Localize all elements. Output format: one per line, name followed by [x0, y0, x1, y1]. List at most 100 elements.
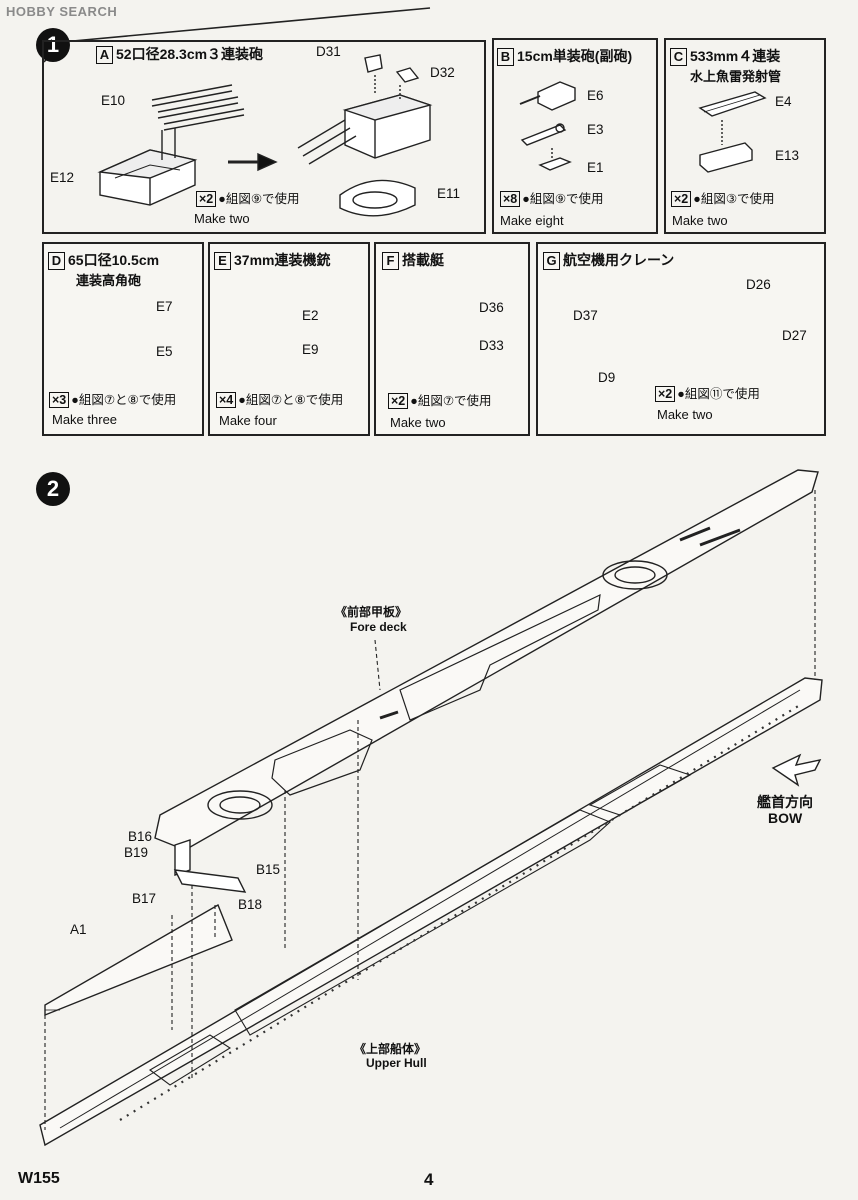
watermark: HOBBY SEARCH	[6, 4, 118, 19]
panel-b-make: Make eight	[500, 213, 564, 228]
label-d26: D26	[746, 277, 771, 292]
label-e5: E5	[156, 344, 173, 359]
panel-a-letter: A	[96, 46, 113, 64]
panel-c-make: Make two	[672, 213, 728, 228]
label-e12: E12	[50, 170, 75, 185]
label-d37: D37	[573, 308, 598, 323]
label-e1: E1	[587, 160, 604, 175]
fore-deck-label-en: Fore deck	[350, 620, 407, 634]
panel-a-make: Make two	[194, 211, 250, 226]
panel-f-letter: F	[382, 252, 399, 270]
panel-b	[492, 38, 658, 234]
panel-d-title-line2: 連装高角砲	[76, 273, 142, 288]
label-b19: B19	[124, 845, 149, 860]
panel-f-multiplier: ×2	[388, 393, 409, 409]
panel-d-multiplier: ×3	[49, 392, 70, 408]
label-a1: A1	[70, 922, 87, 937]
label-e6: E6	[587, 88, 604, 103]
label-d9: D9	[598, 370, 616, 385]
panel-f-usage: ●組図⑦で使用	[410, 394, 492, 408]
panel-c-quantity: ×2●組図③で使用	[671, 188, 775, 207]
panel-g-usage: ●組図⑪で使用	[677, 387, 760, 401]
label-d27: D27	[782, 328, 807, 343]
panel-e-usage: ●組図⑦と⑧で使用	[238, 393, 344, 407]
label-d32: D32	[430, 65, 455, 80]
label-b16: B16	[128, 829, 153, 844]
panel-c-usage: ●組図③で使用	[693, 192, 775, 206]
panel-f-make: Make two	[390, 415, 446, 430]
label-b15: B15	[256, 862, 281, 877]
page-number: 4	[424, 1170, 434, 1189]
panel-a-title-text: 52口径28.3cm３連装砲	[116, 46, 264, 62]
label-b17: B17	[132, 891, 157, 906]
panel-b-quantity: ×8●組図⑨で使用	[500, 188, 604, 207]
bow-label-en: BOW	[768, 810, 803, 826]
panel-g-multiplier: ×2	[655, 386, 676, 402]
label-e4: E4	[775, 94, 792, 109]
panel-b-usage: ●組図⑨で使用	[522, 192, 604, 206]
panel-d-title-text: 65口径10.5cm	[68, 252, 160, 268]
panel-g-letter: G	[543, 252, 560, 270]
panel-f	[374, 242, 530, 436]
panel-a-quantity: ×2●組図⑨で使用	[196, 188, 300, 207]
panel-c-title-text: 533mm４連装	[690, 48, 781, 64]
label-e7: E7	[156, 299, 173, 314]
turret-ring-illustration	[339, 179, 416, 217]
label-e2: E2	[302, 308, 319, 323]
panel-c-title-line2: 水上魚雷発射管	[690, 69, 782, 84]
panel-f-title-text: 搭載艇	[402, 252, 444, 268]
upper-hull-label-jp: 《上部船体》	[354, 1042, 427, 1056]
panel-e	[208, 242, 370, 436]
panel-g	[536, 242, 826, 436]
panel-e-make: Make four	[219, 413, 277, 428]
bow-label-jp: 艦首方向	[757, 794, 813, 810]
bow-deck-piece-illustration	[44, 903, 233, 1017]
upper-hull-illustration	[39, 677, 823, 1147]
panel-c-multiplier: ×2	[671, 191, 692, 207]
panel-e-quantity: ×4●組図⑦と⑧で使用	[216, 389, 343, 408]
panel-a-multiplier: ×2	[196, 191, 217, 207]
label-d33: D33	[479, 338, 504, 353]
panel-b-title-text: 15cm単装砲(副砲)	[517, 48, 633, 64]
label-d36: D36	[479, 300, 504, 315]
panel-c	[664, 38, 826, 234]
step-number-1: 1	[36, 28, 70, 62]
secondary-gun-illustration	[519, 81, 576, 171]
upper-hull-label-en: Upper Hull	[366, 1056, 427, 1070]
gun-barrels-illustration	[151, 84, 245, 160]
label-e9: E9	[302, 342, 319, 357]
panel-a-usage: ●組図⑨で使用	[218, 192, 300, 206]
panel-f-quantity: ×2●組図⑦で使用	[388, 390, 492, 409]
stern-bracket-illustration	[173, 839, 247, 893]
panel-c-letter: C	[670, 48, 687, 66]
panel-b-letter: B	[497, 48, 514, 66]
label-e11: E11	[437, 186, 461, 201]
panel-d-letter: D	[48, 252, 65, 270]
panel-g-title-text: 航空機用クレーン	[563, 252, 675, 268]
panel-e-title-text: 37mm連装機銃	[234, 252, 331, 268]
panel-e-multiplier: ×4	[216, 392, 237, 408]
label-e3: E3	[587, 122, 604, 137]
label-d31: D31	[316, 44, 341, 59]
fore-deck-illustration	[154, 469, 819, 851]
panel-e-letter: E	[214, 252, 231, 270]
step-number-2: 2	[36, 472, 70, 506]
panel-b-multiplier: ×8	[500, 191, 521, 207]
torpedo-tube-illustration	[698, 91, 767, 173]
panel-d-usage: ●組図⑦と⑧で使用	[71, 393, 177, 407]
fore-deck-label-jp: 《前部甲板》	[335, 605, 408, 619]
assembled-turret-illustration	[297, 54, 433, 165]
panel-d-make: Make three	[52, 412, 118, 427]
label-e10: E10	[101, 93, 126, 108]
panel-g-make: Make two	[657, 407, 713, 422]
panel-d-quantity: ×3●組図⑦と⑧で使用	[49, 389, 176, 408]
label-e13: E13	[775, 148, 800, 163]
product-code: W155	[18, 1170, 60, 1187]
turret-base-illustration	[97, 149, 198, 206]
